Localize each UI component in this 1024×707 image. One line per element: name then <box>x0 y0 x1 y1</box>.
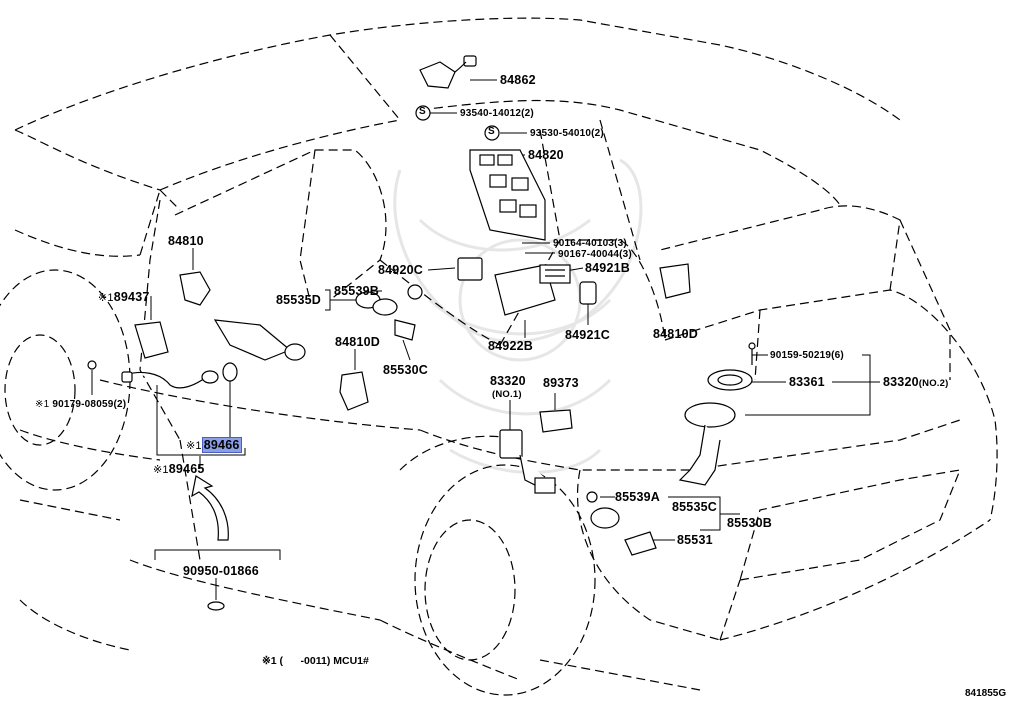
part-label-89373[interactable]: 89373 <box>543 376 579 390</box>
part-number: 89437 <box>113 290 150 304</box>
footnote: ※1 ( -0011) MCU1# <box>262 655 369 667</box>
star-mark: ※1 <box>153 464 169 476</box>
part-label-84820[interactable]: 84820 <box>528 148 564 162</box>
part-label-85530c[interactable]: 85530C <box>383 363 428 377</box>
part-label-93540-14012[interactable]: 93540-14012(2) <box>460 108 534 119</box>
direction-arrow <box>191 475 229 541</box>
part-number: 83320 <box>883 375 919 389</box>
part-label-84862[interactable]: 84862 <box>500 73 536 87</box>
part-label-90179-08059[interactable]: ※1 90179-08059(2) <box>35 398 126 412</box>
part-label-85535d[interactable]: 85535D <box>276 293 321 307</box>
part-label-89437[interactable]: ※189437 <box>98 290 150 305</box>
part-label-93530-54010[interactable]: 93530-54010(2) <box>530 128 604 139</box>
star-mark: ※1 <box>35 399 50 410</box>
part-number: 89465 <box>168 462 205 476</box>
part-label-85539a[interactable]: 85539A <box>615 490 660 504</box>
part-label-85531[interactable]: 85531 <box>677 533 713 547</box>
selected-part-highlight[interactable]: 89466 <box>201 437 242 453</box>
part-label-90167-40044[interactable]: 90167-40044(3) <box>558 249 632 260</box>
star-mark: ※1 <box>98 292 114 304</box>
part-label-84921b[interactable]: 84921B <box>585 261 630 275</box>
star-mark: ※1 <box>186 440 202 452</box>
part-label-85535c[interactable]: 85535C <box>672 500 717 514</box>
part-label-90164-40103[interactable]: 90164-40103(3) <box>553 238 627 249</box>
part-label-84810-top[interactable]: 84810 <box>168 234 204 248</box>
figure-code: 841855G <box>965 688 1007 699</box>
part-label-83320-no1[interactable]: 83320 <box>490 374 526 388</box>
part-label-84921c[interactable]: 84921C <box>565 328 610 342</box>
part-tag: (NO.2) <box>918 378 949 389</box>
part-label-84922b[interactable]: 84922B <box>488 339 533 353</box>
part-label-84810d-right[interactable]: 84810D <box>653 327 698 341</box>
part-label-83361[interactable]: 83361 <box>789 375 825 389</box>
screw-marker-93540: S <box>419 106 426 117</box>
part-label-83320-no2[interactable]: 83320(NO.2) <box>883 375 948 391</box>
part-label-90159-50219[interactable]: 90159-50219(6) <box>770 350 844 361</box>
leader-lines <box>91 79 880 600</box>
part-label-84810d-mid[interactable]: 84810D <box>335 335 380 349</box>
screw-marker-93530: S <box>488 126 495 137</box>
component-shapes <box>87 55 756 611</box>
part-label-83320-no1-tag: (NO.1) <box>492 389 522 400</box>
part-number: 90179-08059(2) <box>52 399 127 410</box>
part-label-89465[interactable]: ※189465 <box>153 462 205 477</box>
part-label-90950-01866[interactable]: 90950-01866 <box>183 564 259 578</box>
part-label-85530b[interactable]: 85530B <box>727 516 772 530</box>
part-label-85539b[interactable]: 85539B <box>334 284 379 298</box>
part-label-84920c[interactable]: 84920C <box>378 263 423 277</box>
